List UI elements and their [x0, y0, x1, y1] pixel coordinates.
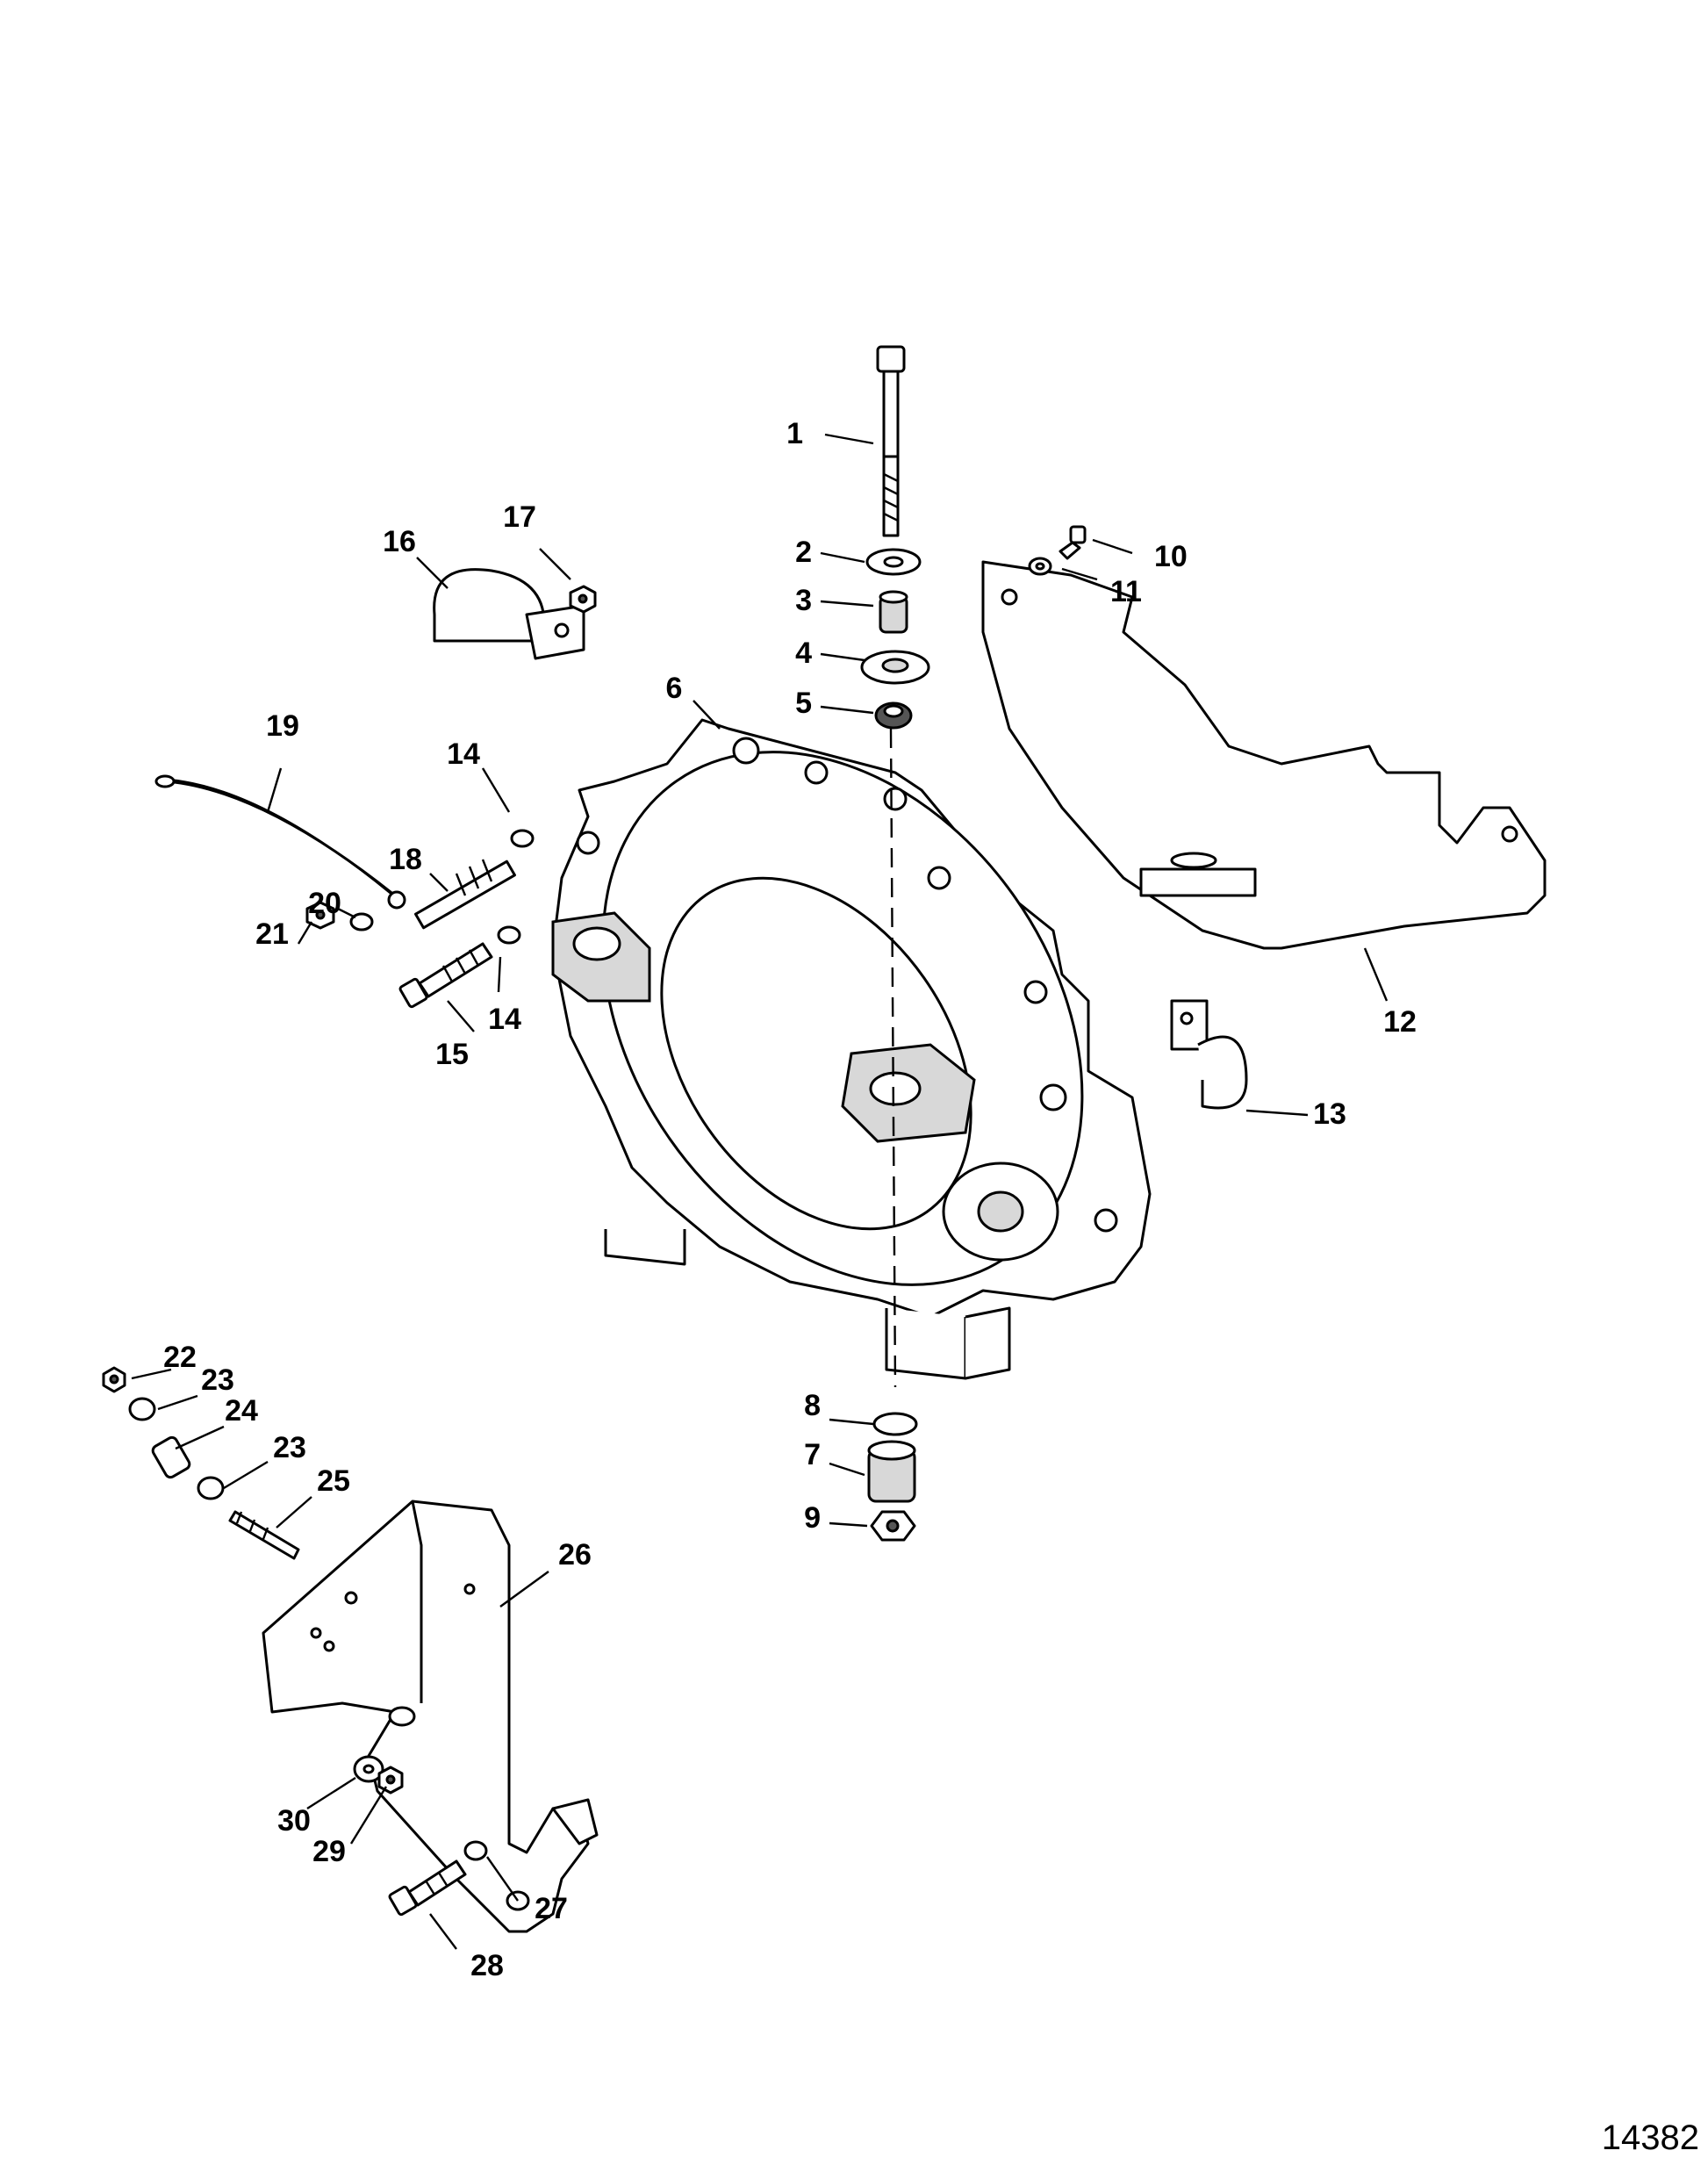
leader-lines [131, 433, 1389, 1950]
bracket-stud [228, 1510, 300, 1560]
callout-20: 20 [308, 887, 341, 920]
callout-6: 6 [666, 672, 683, 705]
mount-o-ring [872, 1412, 918, 1436]
bracket-nut [102, 1366, 126, 1393]
figure-reference-number: 14382 [1601, 2118, 1699, 2157]
bracket-washer-outer [128, 1397, 156, 1421]
callout-28: 28 [470, 1949, 504, 1982]
flywheel-cover [981, 560, 1547, 950]
callout-13: 13 [1313, 1097, 1346, 1131]
callout-29: 29 [312, 1835, 346, 1868]
ground-washer [349, 912, 374, 931]
callout-11: 11 [1110, 575, 1142, 608]
bracket-screw [388, 1859, 467, 1917]
callout-22: 22 [163, 1341, 197, 1374]
mount-washer [865, 548, 922, 576]
callout-9: 9 [804, 1501, 821, 1535]
center-axis [889, 728, 897, 1388]
bracket-washer-lower [353, 1755, 384, 1783]
callout-4: 4 [795, 637, 812, 670]
callout-17: 17 [503, 500, 536, 534]
clamp-nut [569, 585, 597, 614]
callout-18: 18 [389, 843, 422, 876]
callout-30: 30 [277, 1804, 311, 1838]
flywheel-housing [551, 718, 1152, 1380]
cover-washer [1028, 557, 1052, 576]
stud-washer [510, 829, 535, 848]
callout-27: 27 [535, 1892, 568, 1925]
bracket-washer-small [463, 1840, 488, 1861]
mount-spacer [879, 590, 908, 634]
callout-15: 15 [435, 1038, 469, 1071]
callout-23b: 23 [273, 1431, 306, 1464]
mounting-bracket [262, 1500, 599, 1933]
callout-21: 21 [255, 917, 289, 951]
callout-2: 2 [795, 536, 812, 569]
ground-stud [414, 859, 516, 930]
mount-lower-cushion [867, 1440, 916, 1503]
clamp-upper-left [433, 568, 585, 660]
bracket-spacer [151, 1435, 191, 1479]
ground-nut [305, 901, 335, 930]
mount-cushion [860, 650, 930, 685]
mount-nut [870, 1510, 916, 1542]
callout-16: 16 [383, 525, 416, 558]
mount-spring [874, 701, 913, 730]
ground-strap [154, 774, 406, 910]
callout-25: 25 [317, 1464, 350, 1498]
mount-bolt [876, 345, 906, 537]
callout-14a: 14 [447, 737, 480, 771]
callout-labels: 1 2 3 4 5 6 7 8 9 10 11 12 13 14 14 15 1… [163, 417, 1417, 1982]
clamp-right [1170, 999, 1248, 1110]
callout-24: 24 [225, 1394, 258, 1428]
callout-12: 12 [1383, 1005, 1417, 1039]
housing-screw [398, 942, 493, 1009]
callout-5: 5 [795, 687, 812, 720]
callout-19: 19 [266, 709, 299, 743]
screw-washer [497, 925, 521, 945]
callout-23a: 23 [201, 1363, 234, 1397]
callout-7: 7 [804, 1438, 821, 1471]
callout-14b: 14 [488, 1003, 521, 1036]
bracket-washer-inner [197, 1476, 225, 1500]
cover-screw [1059, 525, 1087, 560]
callout-1: 1 [786, 417, 803, 450]
callout-10: 10 [1154, 540, 1188, 573]
bracket-nut-lower [377, 1766, 404, 1795]
callout-3: 3 [795, 584, 812, 617]
callout-26: 26 [558, 1538, 592, 1572]
callout-8: 8 [804, 1389, 821, 1422]
